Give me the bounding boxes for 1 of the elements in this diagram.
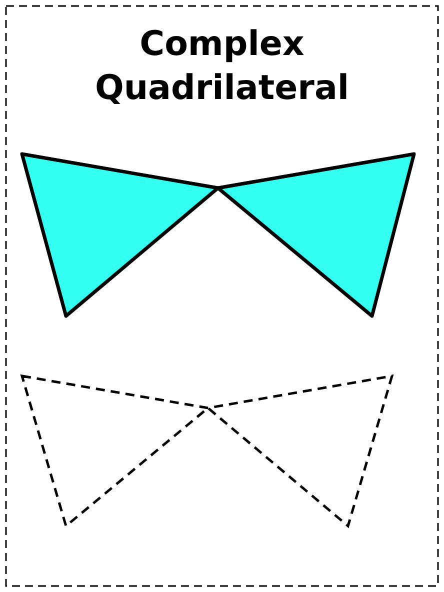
title-heading: Complex Quadrilateral bbox=[94, 23, 350, 110]
